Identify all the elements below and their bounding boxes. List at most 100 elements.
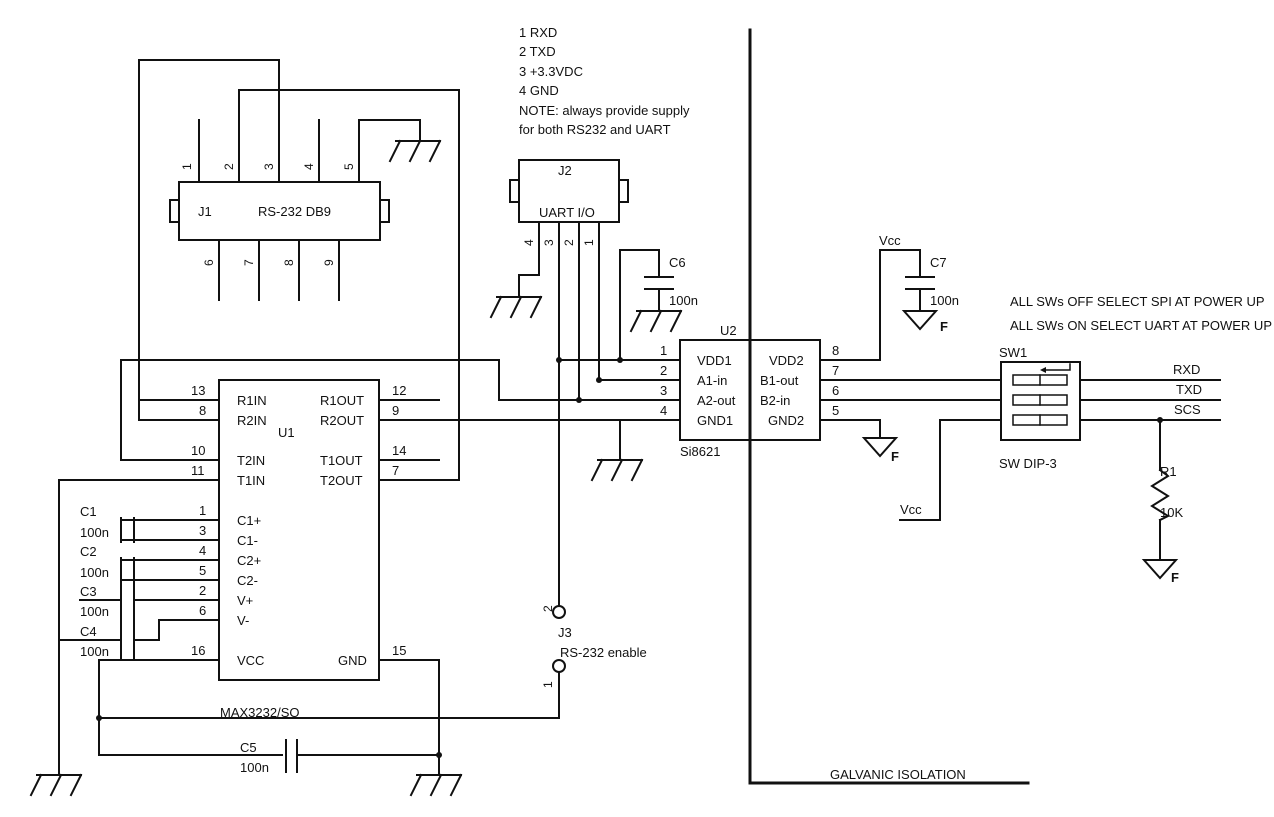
ground-symbol	[409, 773, 463, 797]
c5-value: 100n	[240, 760, 269, 775]
ground-symbol	[358, 119, 442, 163]
c7-ref: C7	[930, 255, 947, 270]
u2-pin-name: VDD2	[769, 353, 804, 368]
ground-symbol	[629, 309, 683, 333]
c5-capacitor: C5 100n	[240, 737, 298, 775]
u1-pin-name: R1OUT	[320, 393, 364, 408]
vcc-label: Vcc	[900, 502, 922, 517]
u1-pin-number: 15	[392, 643, 406, 658]
u2-pin-name: VDD1	[697, 353, 732, 368]
c6-ref: C6	[669, 255, 686, 270]
u1-pin-number: 14	[392, 443, 406, 458]
sw-mode-notes: ALL SWs OFF SELECT SPI AT POWER UP ALL S…	[1010, 294, 1272, 333]
vcc-label: Vcc	[879, 233, 901, 248]
junctions	[96, 357, 1163, 758]
j1-pin-number: 4	[302, 163, 316, 170]
u1-pin-name: GND	[338, 653, 367, 668]
c4-ref: C4	[80, 624, 97, 639]
r1-value: 10K	[1160, 505, 1183, 520]
j2-pin-number: 1	[582, 239, 596, 246]
u1-pin-number: 11	[191, 463, 205, 478]
j1-pin-number: 7	[242, 259, 256, 266]
j1-pin-number: 8	[282, 259, 296, 266]
c3-ref: C3	[80, 584, 97, 599]
u2-pin-number: 1	[660, 343, 667, 358]
u1-pin-number: 1	[199, 503, 206, 518]
j1-pin-number: 5	[342, 163, 356, 170]
u1-pin-name: T1IN	[237, 473, 265, 488]
u1-ref: U1	[278, 425, 295, 440]
u1-pin-number: 16	[191, 643, 205, 658]
c3-capacitor: C3 100n	[79, 579, 137, 621]
c5-ref: C5	[240, 740, 257, 755]
j1-ref: J1	[198, 204, 212, 219]
j2-pin-number: 4	[522, 239, 536, 246]
note-line: 4 GND	[519, 83, 559, 98]
u2-pin-number: 2	[660, 363, 667, 378]
u1-pin-number: 10	[191, 443, 205, 458]
net-label-scs: SCS	[1174, 402, 1201, 417]
r1-resistor: R1 10K	[1160, 464, 1183, 520]
c2-capacitor: C2 100n	[80, 544, 135, 583]
u1-pin-number: 3	[199, 523, 206, 538]
u1-pin-name: VCC	[237, 653, 264, 668]
note-line: ALL SWs OFF SELECT SPI AT POWER UP	[1010, 294, 1265, 309]
u1-pin-number: 6	[199, 603, 206, 618]
c2-ref: C2	[80, 544, 97, 559]
ground-symbol	[489, 295, 543, 319]
note-line: NOTE: always provide supply	[519, 103, 690, 118]
j3-jumper: 2 1 J3 RS-232 enable	[541, 605, 647, 688]
u1-pin-name: V-	[237, 613, 249, 628]
u1-pin-name: C1+	[237, 513, 261, 528]
c6-capacitor: C6 100n	[644, 255, 698, 308]
c7-capacitor: C7 100n	[905, 255, 959, 308]
c4-capacitor: C4 100n	[58, 619, 160, 661]
u1-pin-name: R2IN	[237, 413, 267, 428]
j3-pin2: 2	[541, 605, 555, 612]
u2-pin-name: B1-out	[760, 373, 799, 388]
c3-value: 100n	[80, 604, 109, 619]
j2-pin-notes: 1 RXD 2 TXD 3 +3.3VDC 4 GND NOTE: always…	[519, 25, 690, 137]
c7-value: 100n	[930, 293, 959, 308]
u1-pin-name: V+	[237, 593, 253, 608]
ground-symbol	[590, 458, 644, 482]
fgnd-label: F	[940, 319, 948, 334]
u1-pin-name: T2IN	[237, 453, 265, 468]
c2-value: 100n	[80, 565, 109, 580]
j3-pin1: 1	[541, 681, 555, 688]
u1-pin-number: 8	[199, 403, 206, 418]
ground-symbol	[29, 773, 83, 797]
sw1-dip-switch: SW1 SW DIP-3	[999, 345, 1081, 471]
j3-ref: J3	[558, 625, 572, 640]
u1-pin-number: 5	[199, 563, 206, 578]
u1-pin-name: R1IN	[237, 393, 267, 408]
wires	[58, 59, 1221, 776]
u1-pin-name: R2OUT	[320, 413, 364, 428]
c6-value: 100n	[669, 293, 698, 308]
j1-pin-number: 9	[322, 259, 336, 266]
sw1-ref: SW1	[999, 345, 1027, 360]
note-line: 2 TXD	[519, 44, 556, 59]
j2-pin-number: 3	[542, 239, 556, 246]
u2-pin-number: 3	[660, 383, 667, 398]
j1-name: RS-232 DB9	[258, 204, 331, 219]
r1-ref: R1	[1160, 464, 1177, 479]
j2-ref: J2	[558, 163, 572, 178]
u2-pin-number: 4	[660, 403, 667, 418]
u2-pin-number: 8	[832, 343, 839, 358]
u1-pin-name: C2-	[237, 573, 258, 588]
u2-pin-number: 7	[832, 363, 839, 378]
isolation-label: GALVANIC ISOLATION	[830, 767, 966, 782]
u1-pin-name: C2+	[237, 553, 261, 568]
u2-si8621: U2 Si8621 1 2 3 4 VDD1 A1-in A2-out GND1…	[660, 323, 839, 459]
sw1-part: SW DIP-3	[999, 456, 1057, 471]
floating-ground-symbol: F	[1141, 559, 1179, 585]
j1-connector: J1 RS-232 DB9 1 2 3 4 5 6 7 8 9	[169, 59, 390, 301]
floating-ground-symbol: F	[861, 437, 899, 464]
u2-ref: U2	[720, 323, 737, 338]
note-line: 1 RXD	[519, 25, 557, 40]
floating-ground-symbol: F	[901, 310, 948, 334]
j3-label: RS-232 enable	[560, 645, 647, 660]
note-line: ALL SWs ON SELECT UART AT POWER UP	[1010, 318, 1272, 333]
